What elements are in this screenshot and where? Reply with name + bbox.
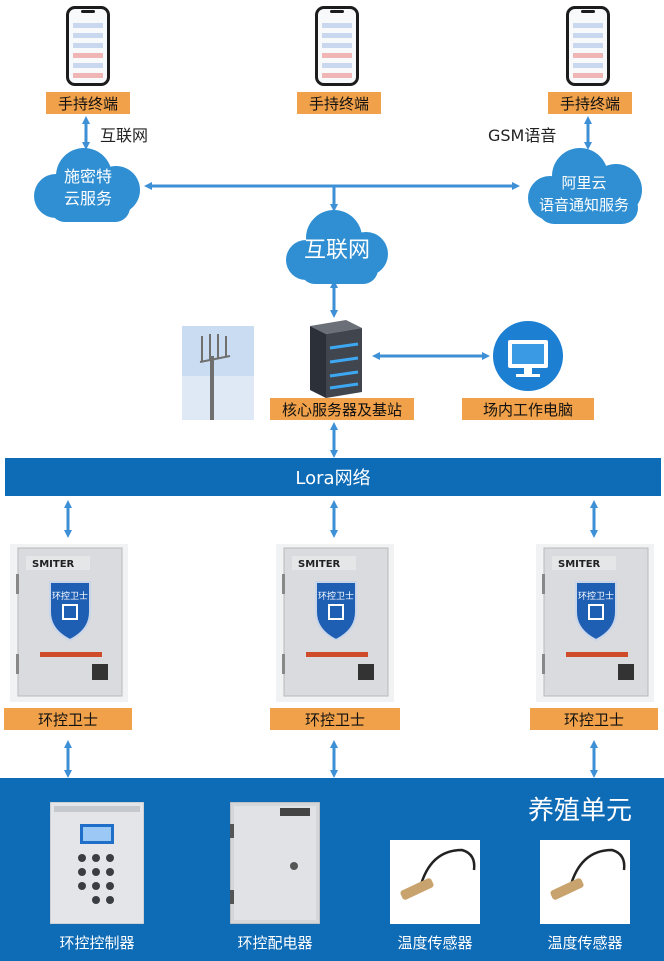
phone-icon [566,6,610,86]
pc-label: 场内工作电脑 [462,398,594,420]
breeding-unit-title: 养殖单元 [528,796,633,826]
computer-icon [493,321,563,391]
phone-icon [315,6,359,86]
cabinet-photo: SMITER 环控卫士 [10,544,128,702]
cabinet-label-2: 环控卫士 [270,708,400,730]
cloud-right-line2: 语音通知服务 [538,196,629,214]
cloud-icon-right [528,148,642,224]
cloud-left-line2: 云服务 [63,189,112,208]
cloud-left-line1: 施密特 [63,167,112,186]
server-icon [310,320,362,398]
temperature-sensor-photo [540,840,630,924]
cabinet-label-1: 环控卫士 [4,708,132,730]
cabinet-shield-text: 环控卫士 [52,590,88,602]
cloud-left-text: 施密特 云服务 [40,166,136,210]
cabinet-brand: SMITER [298,559,341,570]
cabinet-photo: SMITER 环控卫士 [536,544,654,702]
cabinet-brand: SMITER [32,559,75,570]
link-label-internet: 互联网 [100,126,149,145]
cloud-icon-left [34,148,140,222]
cloud-icon-center [286,210,388,284]
link-label-gsm-voice: GSM语音 [488,126,557,145]
terminal-label-3: 手持终端 [548,92,632,114]
cloud-center-text: 互联网 [303,238,370,263]
server-label: 核心服务器及基站 [270,398,414,420]
cabinet-label-3: 环控卫士 [530,708,658,730]
distributor-photo [230,802,320,924]
cabinet-photo: SMITER 环控卫士 [276,544,394,702]
temperature-sensor-photo [390,840,480,924]
lora-network-bar: Lora网络 [5,458,661,496]
device-label-1: 环控控制器 [59,934,135,952]
device-label-2: 环控配电器 [237,934,313,952]
cabinet-brand: SMITER [558,559,601,570]
phone-icon [66,6,110,86]
cloud-right-text: 阿里云 语音通知服务 [528,172,640,216]
controller-photo [50,802,144,924]
cabinet-shield-text: 环控卫士 [318,590,354,602]
terminal-label-2: 手持终端 [297,92,381,114]
antenna-photo [182,326,254,420]
terminal-label-1: 手持终端 [46,92,130,114]
cabinet-shield-text: 环控卫士 [578,590,614,602]
cloud-right-line1: 阿里云 [561,174,607,192]
device-label-4: 温度传感器 [547,934,623,952]
device-label-3: 温度传感器 [397,934,473,952]
